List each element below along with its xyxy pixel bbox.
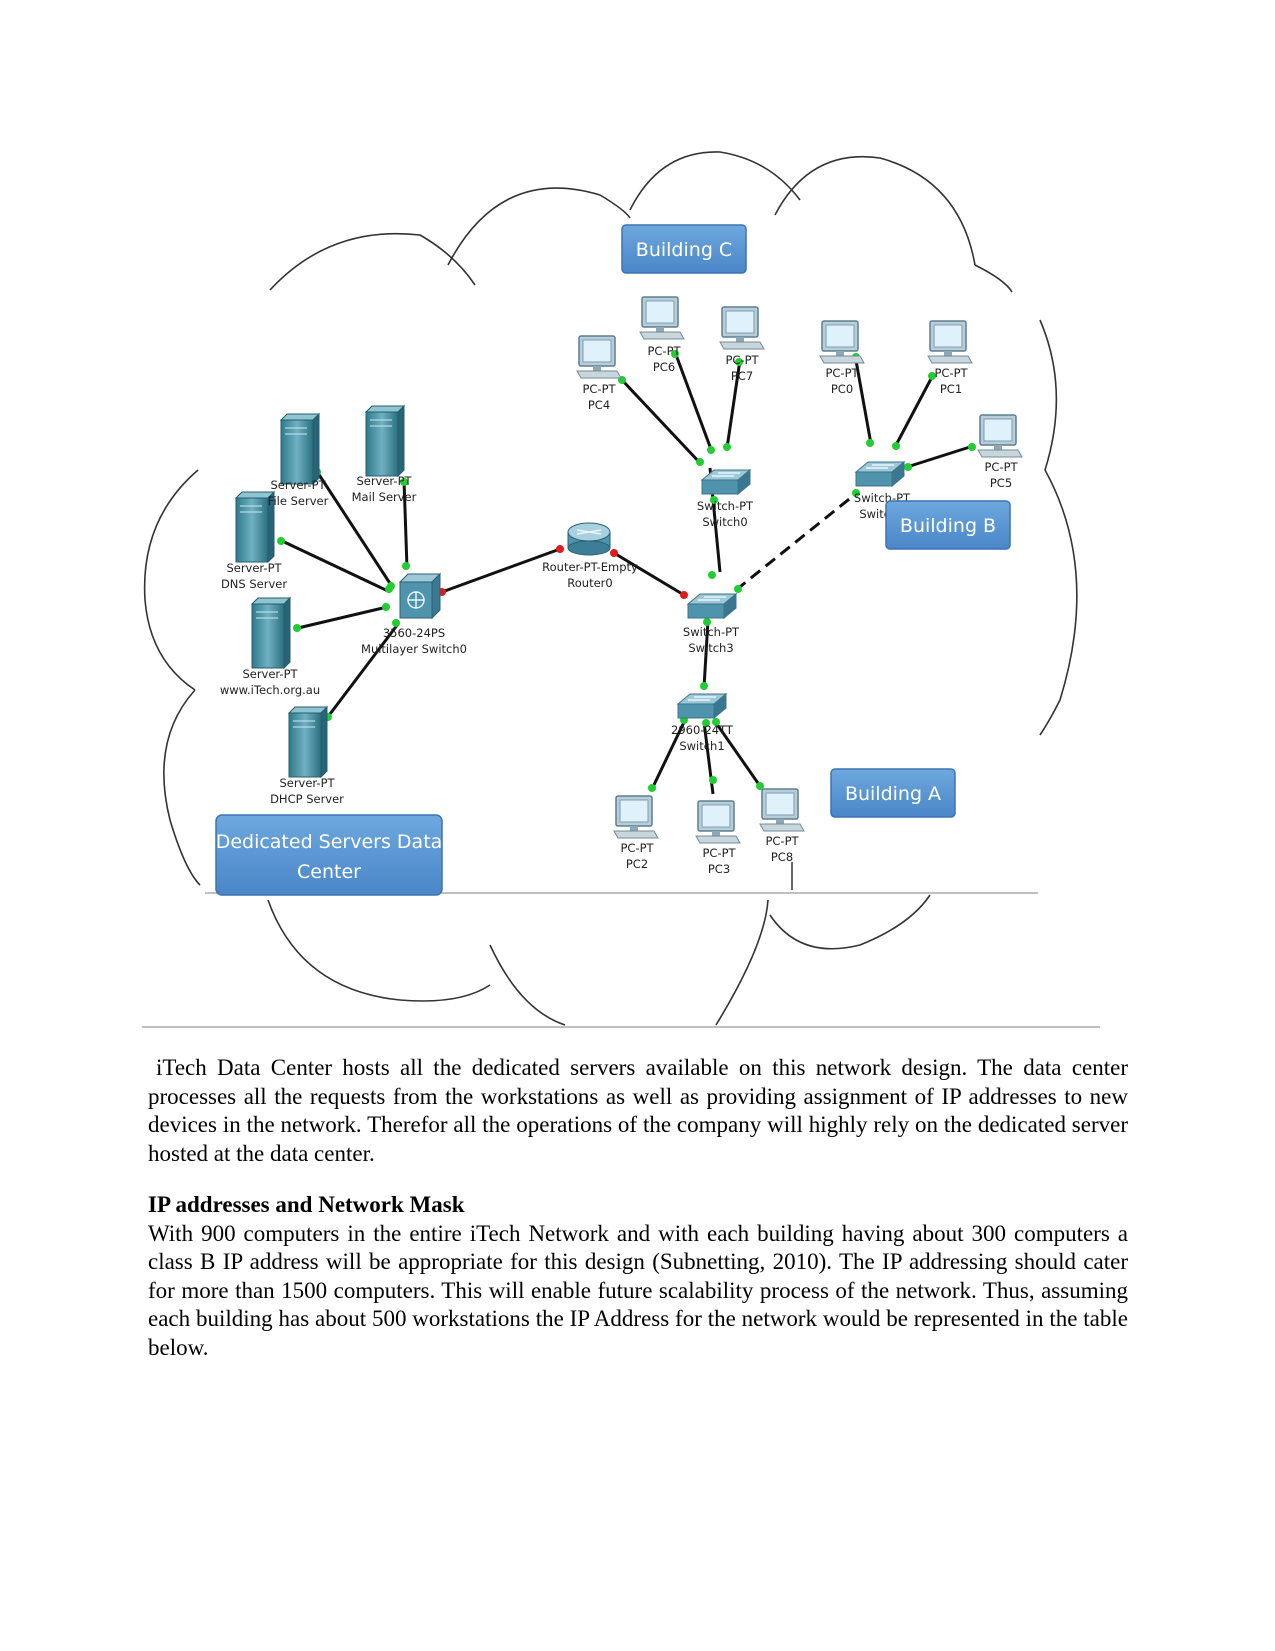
section-heading: IP addresses and Network Mask (148, 1192, 465, 1217)
port-indicators-red (438, 545, 688, 599)
router-icon[interactable] (567, 522, 611, 556)
switch1-type: 2960-24TT (671, 723, 734, 737)
switch3-type: Switch-PT (683, 625, 740, 639)
file-server-type: Server-PT (270, 478, 326, 492)
section-ip-addresses: IP addresses and Network Mask With 900 c… (148, 1191, 1128, 1363)
dhcp-server-icon[interactable] (288, 706, 328, 778)
router-name: Router0 (567, 576, 612, 590)
pc1-icon[interactable] (927, 320, 973, 364)
pc6-name: PC6 (653, 360, 675, 374)
dhcp-server-type: Server-PT (279, 776, 335, 790)
pc5-type: PC-PT (984, 460, 1018, 474)
pc0-name: PC0 (831, 382, 853, 396)
pc1-name: PC1 (940, 382, 962, 396)
multilayer-switch-icon[interactable] (398, 572, 442, 620)
pc2-type: PC-PT (620, 841, 654, 855)
pc2-icon[interactable] (613, 795, 659, 839)
file-server-icon[interactable] (280, 413, 320, 485)
dns-server-type: Server-PT (226, 561, 282, 575)
zone-building-b: Building B (885, 500, 1011, 550)
port-indicators (277, 350, 976, 792)
web-server-type: Server-PT (242, 667, 298, 681)
switch0-type: Switch-PT (697, 499, 754, 513)
web-server-name: www.iTech.org.au (220, 683, 320, 697)
pc7-name: PC7 (731, 369, 753, 383)
body-text-block: iTech Data Center hosts all the dedicate… (148, 1054, 1128, 1168)
web-server-icon[interactable] (251, 597, 291, 669)
pc4-name: PC4 (588, 398, 610, 412)
file-server-name: File Server (268, 494, 329, 508)
building-a-label: Building A (845, 783, 941, 805)
switch2-icon[interactable] (855, 461, 905, 487)
pc4-type: PC-PT (582, 382, 616, 396)
dns-server-name: DNS Server (221, 577, 287, 591)
pc7-icon[interactable] (719, 306, 765, 350)
switch3-icon[interactable] (687, 593, 737, 619)
data-center-label-line2: Center (297, 861, 361, 883)
pc0-type: PC-PT (825, 366, 859, 380)
building-b-label: Building B (900, 515, 996, 537)
pc7-type: PC-PT (725, 353, 759, 367)
pc8-icon[interactable] (759, 788, 805, 832)
pc3-type: PC-PT (702, 846, 736, 860)
zone-building-c: Building C (621, 224, 747, 274)
pc6-type: PC-PT (647, 344, 681, 358)
pc3-name: PC3 (708, 862, 730, 876)
router-type: Router-PT-Empty (542, 560, 638, 574)
multilayer-switch-type: 3560-24PS (383, 626, 445, 640)
pc3-icon[interactable] (695, 800, 741, 844)
network-diagram: Server-PT File Server Server-PT Mail Serve… (142, 151, 1100, 1028)
switch3-name: Switch3 (688, 641, 733, 655)
pc6-icon[interactable] (639, 296, 685, 340)
multilayer-switch-name: Multilayer Switch0 (361, 642, 467, 656)
device-labels: Server-PT File Server Server-PT Mail Serve… (220, 344, 1019, 876)
pc4-icon[interactable] (576, 335, 622, 379)
pc2-name: PC2 (626, 857, 648, 871)
building-c-label: Building C (636, 239, 732, 261)
pc8-type: PC-PT (765, 834, 799, 848)
mail-server-name: Mail Server (352, 490, 417, 504)
switch0-name: Switch0 (702, 515, 747, 529)
paragraph-ip-addressing: With 900 computers in the entire iTech N… (148, 1220, 1128, 1360)
pc0-icon[interactable] (819, 320, 865, 364)
zone-building-a: Building A (830, 768, 956, 818)
data-center-label-line1: Dedicated Servers Data (216, 831, 443, 853)
pc5-name: PC5 (990, 476, 1012, 490)
pc5-icon[interactable] (977, 414, 1023, 458)
pc1-type: PC-PT (934, 366, 968, 380)
pc8-name: PC8 (771, 850, 793, 864)
paragraph-data-center: iTech Data Center hosts all the dedicate… (148, 1055, 1128, 1166)
zone-data-center: Dedicated Servers Data Center (215, 814, 443, 896)
dhcp-server-name: DHCP Server (270, 792, 344, 806)
mail-server-type: Server-PT (356, 474, 412, 488)
switch0-icon[interactable] (701, 469, 751, 495)
mail-server-icon[interactable] (365, 405, 405, 477)
switch1-name: Switch1 (679, 739, 724, 753)
switch1-icon[interactable] (677, 693, 727, 719)
